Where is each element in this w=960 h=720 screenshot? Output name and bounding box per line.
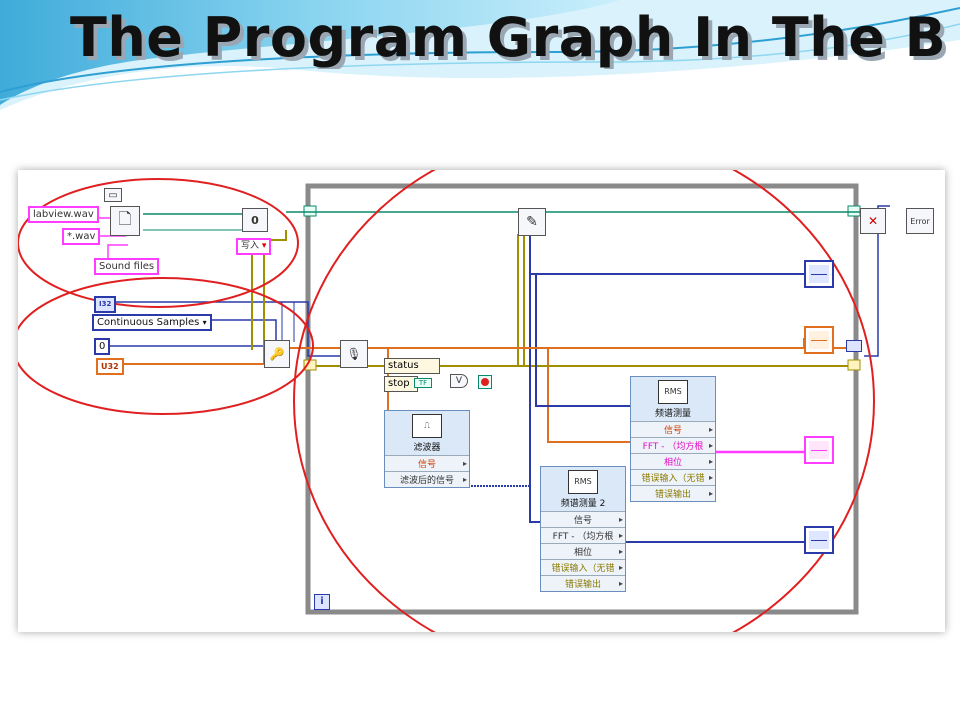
- spectral-1-signal[interactable]: 信号: [631, 421, 715, 437]
- while-loop-frame: [305, 183, 859, 615]
- stop-condition-icon[interactable]: [478, 375, 492, 389]
- sample-format-control[interactable]: I32: [94, 296, 117, 313]
- filter-icon: ⎍: [412, 413, 442, 438]
- waveform-graph-2-icon[interactable]: [804, 326, 834, 354]
- loop-iteration-terminal[interactable]: i: [314, 594, 330, 610]
- spectral-2-signal[interactable]: 信号: [541, 511, 625, 527]
- or-gate-icon: V: [450, 374, 468, 388]
- loop-tunnel-right-top: [847, 205, 861, 217]
- numeric-index-label: 0: [251, 213, 259, 227]
- write-mode-label: 写入: [241, 241, 260, 251]
- document-icon[interactable]: 🗋: [110, 206, 140, 236]
- close-file-icon[interactable]: ✕: [860, 208, 886, 234]
- numeric-index-constant[interactable]: 0: [242, 208, 268, 232]
- write-mode-control[interactable]: 写入 ▾: [236, 238, 272, 255]
- spectral-1-fft[interactable]: FFT - （均方根: [631, 437, 715, 453]
- spectral-2-fft[interactable]: FFT - （均方根: [541, 527, 625, 543]
- pattern-control[interactable]: *.wav: [62, 228, 101, 245]
- sound-read-icon[interactable]: 🎙: [340, 340, 368, 368]
- sample-format-label: I32: [99, 300, 112, 308]
- spectral-2-name: 频谱测量 2: [560, 498, 606, 509]
- block-diagram: ▭ labview.wav *.wav 🗋 Sound files 0 写入 ▾…: [18, 170, 945, 632]
- filter-signal-input[interactable]: 信号: [385, 455, 469, 471]
- loop-tunnel-right-bottom: [847, 359, 861, 371]
- spectral-1-icon: RMS: [658, 379, 688, 404]
- file-path-control[interactable]: labview.wav: [28, 206, 99, 223]
- sample-mode-label: Continuous Samples: [97, 317, 200, 328]
- filter-output[interactable]: 滤波后的信号: [385, 471, 469, 487]
- loop-tunnel-left-top: [303, 205, 317, 217]
- error-icon[interactable]: Error: [906, 208, 934, 234]
- loop-tunnel-right-blue: [846, 340, 862, 352]
- waveform-graph-1-icon[interactable]: [804, 260, 834, 288]
- spectral-2-phase[interactable]: 相位: [541, 543, 625, 559]
- folder-icon[interactable]: ▭: [104, 188, 122, 202]
- waveform-graph-4-icon[interactable]: [804, 526, 834, 554]
- slide-title: The Program Graph In The B: [70, 6, 947, 69]
- sample-mode-control[interactable]: Continuous Samples ▾: [92, 314, 212, 331]
- spectral-1-name: 频谱测量: [654, 408, 691, 419]
- filter-name: 滤波器: [413, 442, 441, 453]
- wire-layer: [18, 170, 890, 632]
- spectral-2-error-in[interactable]: 错误输入（无错: [541, 559, 625, 575]
- sound-input-icon[interactable]: 🔑: [264, 340, 290, 368]
- waveform-graph-3-icon[interactable]: [804, 436, 834, 464]
- u32-constant[interactable]: U32: [96, 358, 124, 375]
- chevron-down-icon: ▾: [261, 241, 267, 251]
- tf-terminal[interactable]: TF: [414, 378, 432, 388]
- pencil-write-icon[interactable]: ✎: [518, 208, 546, 236]
- filter-express-vi[interactable]: ⎍ 滤波器 信号 滤波后的信号: [384, 410, 470, 488]
- spectral-1-error-out[interactable]: 错误输出: [631, 485, 715, 501]
- stop-indicator: stop: [384, 376, 418, 392]
- spectral-2-icon: RMS: [568, 469, 598, 494]
- status-indicator: status: [384, 358, 440, 374]
- spectral-2-express-vi[interactable]: RMS 频谱测量 2 信号 FFT - （均方根 相位 错误输入（无错 错误输出: [540, 466, 626, 592]
- or-gate-label: V: [455, 376, 463, 386]
- dropdown-arrow-icon: ▾: [202, 318, 207, 327]
- spectral-1-phase[interactable]: 相位: [631, 453, 715, 469]
- spectral-1-express-vi[interactable]: RMS 频谱测量 信号 FFT - （均方根 相位 错误输入（无错 错误输出: [630, 376, 716, 502]
- spectral-2-error-out[interactable]: 错误输出: [541, 575, 625, 591]
- spectral-1-error-in[interactable]: 错误输入（无错: [631, 469, 715, 485]
- number-control[interactable]: 0: [94, 338, 111, 355]
- sound-files-label: Sound files: [94, 258, 160, 275]
